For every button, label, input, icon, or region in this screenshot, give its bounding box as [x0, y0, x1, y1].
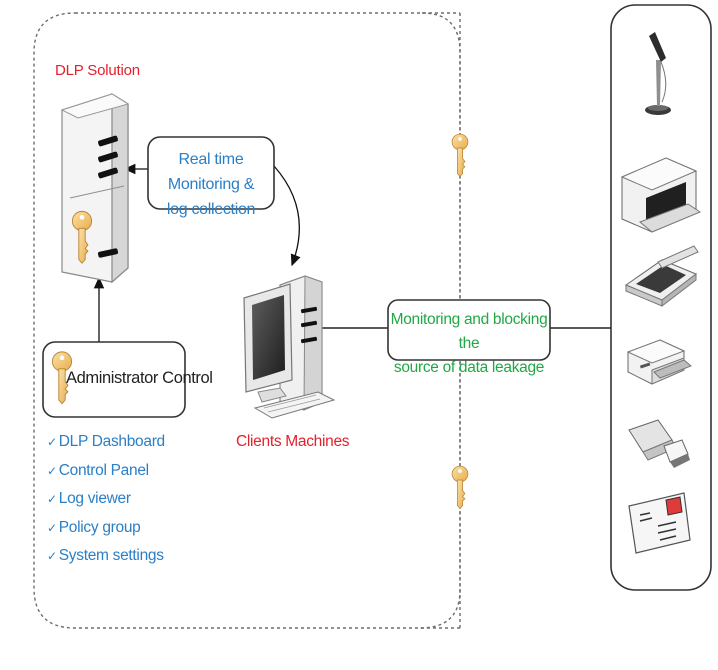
- scanner-icon: [624, 245, 699, 308]
- usb-stick-icon: [628, 419, 690, 468]
- printer-icon: [620, 157, 702, 233]
- blocking-label: Monitoring and blocking the source of da…: [385, 308, 553, 380]
- check-icon: ✓: [47, 435, 57, 449]
- feature-dlp-dashboard: ✓DLP Dashboard: [47, 433, 165, 450]
- boundary-key-top-icon: [451, 133, 469, 177]
- admin-control-box: [42, 341, 186, 418]
- monitoring-box: [147, 136, 275, 210]
- check-icon: ✓: [47, 549, 57, 563]
- feature-control-panel: ✓Control Panel: [47, 461, 149, 479]
- blocking-box: [387, 299, 551, 361]
- check-icon: ✓: [47, 463, 57, 478]
- dlp-solution-title: DLP Solution: [55, 62, 140, 79]
- email-letter-icon: [628, 492, 691, 554]
- blocking-label-line-1: Monitoring and blocking the: [390, 311, 548, 352]
- feature-system-settings: ✓System settings: [47, 547, 164, 564]
- feature-log-viewer: ✓Log viewer: [47, 490, 131, 507]
- check-icon: ✓: [47, 492, 57, 506]
- server-icon: [60, 92, 130, 284]
- blocking-label-line-2: source of data leakage: [393, 359, 545, 376]
- monitoring-label-line-1: Real time Monitoring &: [167, 151, 255, 193]
- monitor-to-client-arrow: [273, 165, 301, 267]
- admin-feature-list: ✓DLP Dashboard ✓Control Panel ✓Log viewe…: [47, 428, 165, 571]
- external-drive-icon: [626, 339, 692, 385]
- clients-machines-label: Clients Machines: [236, 433, 350, 450]
- microphone-icon: [645, 32, 671, 115]
- monitoring-label: Real time Monitoring & log collection: [148, 147, 274, 222]
- admin-control-label: Administrator Control: [66, 369, 213, 387]
- check-icon: ✓: [47, 520, 57, 535]
- boundary-key-bottom-icon: [451, 465, 469, 509]
- feature-policy-group: ✓Policy group: [47, 518, 141, 536]
- monitoring-label-line-2: log collection: [166, 201, 256, 218]
- client-computer-icon: [243, 275, 336, 419]
